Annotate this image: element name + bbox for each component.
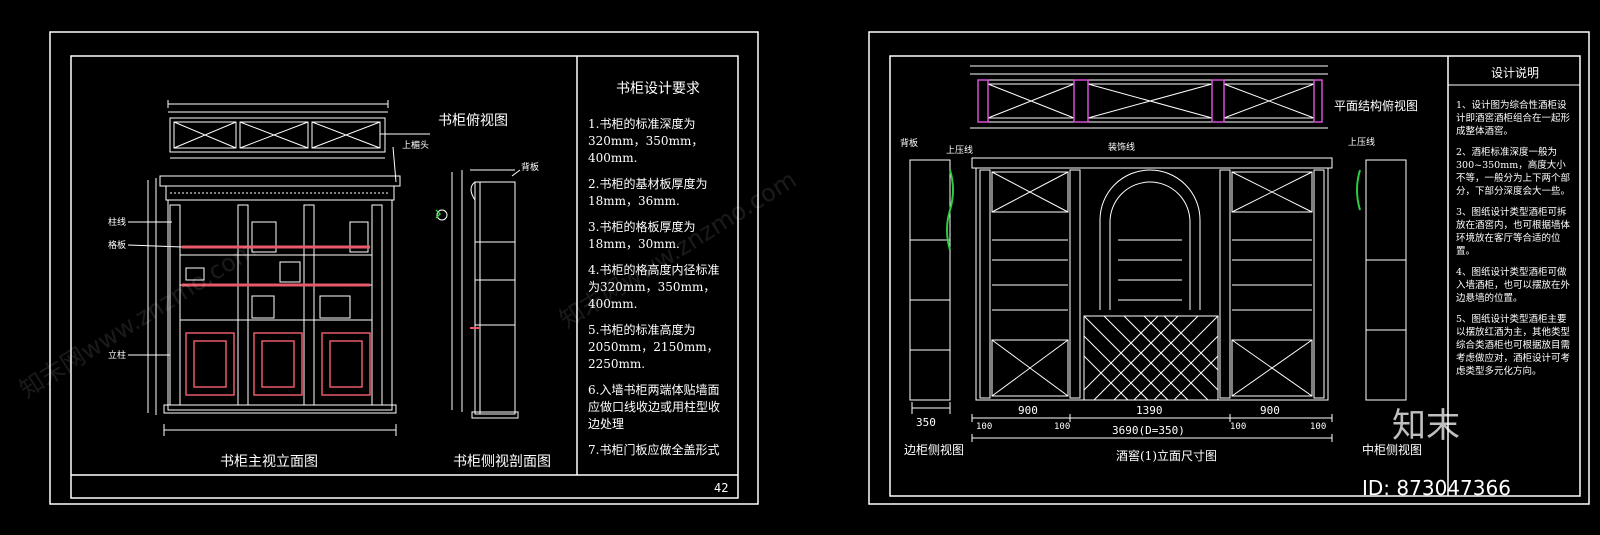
elevation-title: 酒窖(1)立面尺寸图 [1116, 449, 1217, 463]
side-cabinet-left-view [909, 159, 951, 414]
callout-column: 立柱 [108, 351, 127, 361]
plan-view-title: 平面结构俯视图 [1334, 99, 1419, 113]
side-section-title: 书柜侧视剖面图 [453, 454, 551, 470]
notes-title: 设计说明 [1490, 66, 1539, 80]
left-callout-leaders [127, 146, 521, 356]
requirements-title: 书柜设计要求 [616, 81, 700, 97]
left-outer-frame [49, 31, 759, 505]
dim-seg-right: 900 [1260, 404, 1280, 417]
right-outer-frame [868, 31, 1590, 505]
requirement-item: 7.书柜门板应做全盖形式 [588, 443, 720, 457]
page-number: 42 [714, 481, 729, 495]
design-notes-panel: 设计说明 1、设计图为综合性酒柜设计即酒窖酒柜组合在一起形成整体酒窖。 2、酒柜… [1456, 64, 1574, 386]
wine-cellar-elevation [971, 157, 1333, 442]
design-note-item: 1、设计图为综合性酒柜设计即酒窖酒柜组合在一起形成整体酒窖。 [1456, 100, 1571, 137]
side-view-right-title: 中柜侧视图 [1362, 443, 1423, 457]
right-drawing-sheet: 平面结构俯视图 边柜侧视图 酒窖(1)立面尺寸图 中柜侧视图 背板 上压线 装饰… [800, 0, 1600, 535]
dim-small: 100 [976, 422, 993, 432]
requirement-item: 2.书柜的基材板厚度为18mm，36mm. [588, 177, 708, 208]
plan-view-accents [977, 79, 1323, 123]
bookcase-side-section [436, 169, 519, 419]
dim-small: 100 [1054, 422, 1071, 432]
design-note-item: 3、图纸设计类型酒柜可拆放在酒窖内，也可根据墙体环境放在客厅等合适的位置。 [1456, 207, 1571, 257]
callout-col-line: 柱线 [108, 218, 127, 228]
callout-deco: 装饰线 [1108, 143, 1136, 153]
dim-seg-left: 900 [1018, 404, 1038, 417]
side-view-left-title: 边柜侧视图 [904, 443, 965, 457]
requirement-item: 1.书柜的标准深度为320mm，350mm，400mm. [588, 117, 704, 165]
left-drawing-sheet: 书柜俯视图 书柜主视立面图 书柜侧视剖面图 42 上楣头 柱线 格板 立柱 背板… [49, 31, 759, 505]
bookcase-requirements-panel: 书柜设计要求 1.书柜的标准深度为320mm，350mm，400mm. 2.书柜… [588, 78, 728, 468]
requirement-item: 4.书柜的格高度内径标准为320mm，350mm，400mm. [588, 263, 720, 311]
design-note-item: 2、酒柜标准深度一般为300~350mm，高度大小不等，一般分为上下两个部分，下… [1456, 147, 1571, 197]
dim-total: 3690(D=350) [1112, 424, 1185, 437]
dim-side-width: 350 [916, 416, 936, 429]
requirement-item: 5.书柜的标准高度为2050mm，2150mm，2250mm. [588, 323, 719, 371]
bookcase-doors [185, 332, 371, 396]
side-cabinet-right-view [1365, 159, 1407, 401]
callout-back-board: 背板 [521, 163, 540, 173]
callout-top-line-right: 上压线 [1348, 138, 1376, 148]
bookcase-top-view [167, 100, 430, 159]
dim-small: 100 [1230, 422, 1247, 432]
wine-cellar-plan-view [970, 65, 1328, 129]
side-section-green-mark [435, 209, 442, 219]
design-note-item: 5、图纸设计类型酒柜主要以摆放红酒为主，其他类型综合类酒柜也可根据放目需考虑做应… [1456, 314, 1571, 377]
left-sheet-graphics [49, 31, 759, 505]
callout-shelf: 格板 [108, 241, 127, 251]
dim-small: 100 [1310, 422, 1327, 432]
right-sheet-graphics [868, 31, 1590, 505]
watermark-id: ID: 873047366 [1362, 476, 1511, 500]
callout-top-head: 上楣头 [402, 141, 430, 151]
requirement-item: 6.入墙书柜两端体贴墙面应做口线收边或用柱型收边处理 [588, 383, 721, 431]
dim-seg-mid: 1390 [1136, 404, 1163, 417]
top-view-title: 书柜俯视图 [438, 113, 508, 129]
callout-back: 背板 [900, 139, 919, 149]
left-inner-frame [70, 55, 739, 499]
watermark-logo: 知末 [1392, 406, 1460, 446]
requirement-item: 3.书柜的格板厚度为18mm，30mm. [588, 220, 696, 251]
callout-top-line: 上压线 [946, 146, 974, 156]
left-cabinet-green-trim [946, 169, 954, 251]
front-elevation-title: 书柜主视立面图 [220, 454, 318, 470]
right-cabinet-green-trim [1356, 169, 1361, 211]
bookcase-shelf-highlights [182, 245, 370, 287]
right-inner-frame [889, 55, 1581, 497]
design-note-item: 4、图纸设计类型酒柜可做入墙酒柜，也可以摆放在外边悬墙的位置。 [1456, 267, 1571, 304]
